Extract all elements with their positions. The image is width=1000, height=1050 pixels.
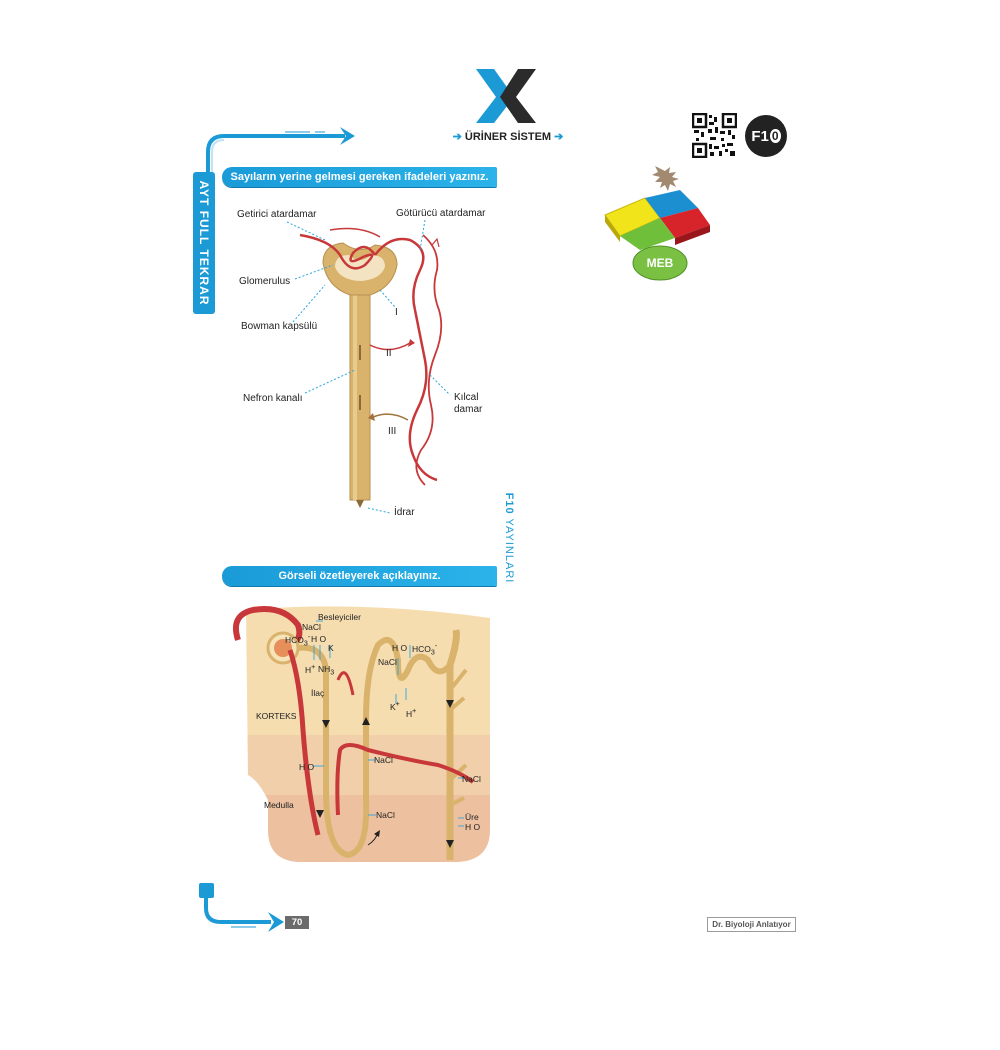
label-roman-2: II [386, 348, 392, 359]
label-hco3-a: HCO3- [285, 633, 311, 648]
publisher-logo [476, 69, 536, 123]
label-nefron: Nefron kanalı [243, 393, 303, 404]
label-nacl-f: NaCl [376, 810, 395, 820]
label-bowman: Bowman kapsülü [241, 321, 318, 332]
label-k-a: K [328, 643, 334, 653]
label-nacl-c: NaCl [378, 657, 397, 667]
nephron-function-diagram [232, 606, 490, 862]
footer-brand: Dr. Biyoloji Anlatıyor [707, 917, 796, 932]
label-hplus-a: H+ [305, 663, 316, 675]
qr-code-icon[interactable] [692, 113, 737, 158]
label-besleyiciler: Besleyiciler [318, 612, 361, 622]
label-ure: Üre [465, 812, 479, 822]
label-nh3: NH3 [318, 664, 335, 677]
section2-instruction: Görseli özetleyerek açıklayınız. [222, 566, 497, 586]
chapter-title: ➔ ÜRİNER SİSTEM ➔ [452, 131, 564, 143]
label-kplus: K+ [390, 700, 400, 712]
label-goturucu: Götürücü atardamar [396, 208, 486, 219]
meb-text: MEB [647, 256, 674, 270]
label-medulla: Medulla [264, 800, 294, 810]
label-nacl-top: NaCl [302, 622, 321, 632]
label-h2o-a: H O [311, 634, 327, 644]
label-h2o-d: H O [465, 822, 481, 832]
label-roman-1: I [395, 307, 398, 318]
vertical-brand: F10 YAYINLARI [503, 492, 515, 584]
label-getirici: Getirici atardamar [237, 209, 317, 220]
label-h2o-b: H O [392, 643, 408, 653]
label-korteks: KORTEKS [256, 711, 297, 721]
side-tab: AYT FULL TEKRAR [193, 172, 215, 314]
decor-arrow-top [206, 127, 355, 174]
label-damar: damar [454, 404, 483, 415]
label-glomerulus: Glomerulus [239, 276, 291, 287]
label-hco3-b: HCO3- [412, 642, 438, 657]
section1-instruction: Sayıların yerine gelmesi gereken ifadele… [222, 167, 497, 187]
label-idrar: İdrar [394, 507, 415, 518]
page-number: 70 [285, 916, 309, 929]
decor-arrow-bottom [199, 883, 284, 932]
label-nacl-e: NaCl [462, 774, 481, 784]
label-h2o-c: H O [299, 762, 315, 772]
label-ilac: İlaç [311, 688, 325, 698]
label-kilcal: Kılcal [454, 392, 479, 403]
label-hplus-b: H+ [406, 707, 417, 719]
label-roman-3: III [388, 426, 397, 437]
puzzle-meb-badge: MEB [604, 166, 710, 281]
label-nacl-d: NaCl [374, 755, 393, 765]
nephron-diagram [286, 219, 451, 514]
